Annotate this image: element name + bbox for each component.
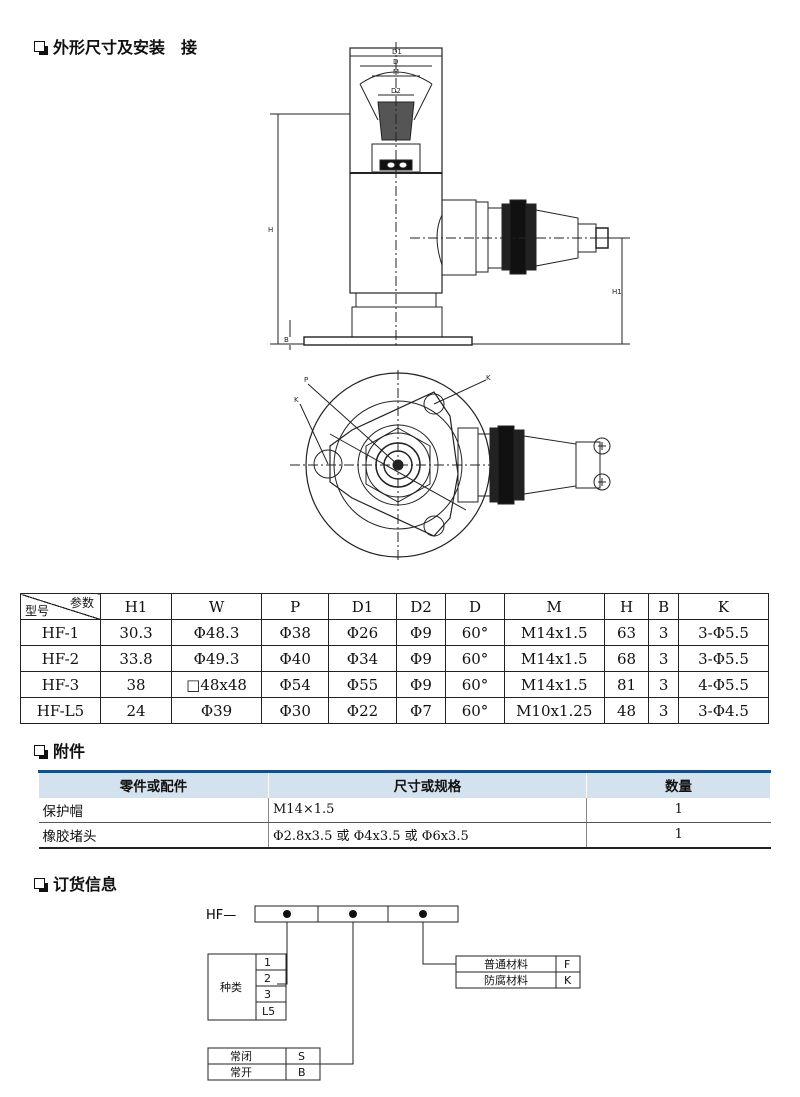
accessories-table: 零件或配件 尺寸或规格 数量 保护帽 M14×1.5 1 橡胶堵头 Φ2.8x3… (38, 770, 771, 849)
code-prefix: HF— (206, 908, 236, 923)
accessories-header-row: 零件或配件 尺寸或规格 数量 (38, 770, 771, 798)
label-k-left: K (294, 396, 299, 404)
acc-header-part: 零件或配件 (38, 770, 269, 798)
square-bullet-icon (34, 40, 48, 55)
label-d: D (393, 58, 398, 66)
ordering-code-diagram: HF— 种类 1 2 3 L5 常闭 S 常开 B 普通材料 F 防腐材料 K (206, 905, 581, 1081)
kind-option-2: 2 (264, 972, 271, 985)
square-bullet-icon (34, 744, 48, 759)
contact-option-no-label: 常开 (230, 1066, 252, 1079)
accessories-section-title: 附件 (34, 738, 85, 762)
table-row: 保护帽 M14×1.5 1 (38, 797, 771, 823)
spec-header-w: W (171, 593, 263, 620)
front-view-drawing: D1 D M D2 H H1 B (268, 42, 630, 350)
label-p: P (304, 376, 308, 384)
spec-header-p: P (261, 593, 330, 620)
spec-header-m: M (503, 593, 605, 620)
spec-header-d1: D1 (328, 593, 397, 620)
label-k-right: K (486, 374, 491, 382)
material-option-anticorrosion-label: 防腐材料 (484, 973, 528, 987)
spec-header-h: H (603, 593, 650, 620)
square-bullet-icon (34, 877, 48, 892)
acc-header-spec: 尺寸或规格 (268, 770, 587, 798)
label-h: H (268, 226, 273, 234)
spec-header-d: D (445, 593, 505, 620)
code-slot-dot-2 (349, 910, 357, 918)
contact-option-no-code: B (298, 1066, 306, 1079)
contact-option-nc-label: 常闭 (230, 1050, 252, 1063)
table-row: 橡胶堵头 Φ2.8x3.5 或 Φ4x3.5 或 Φ6x3.5 1 (38, 822, 771, 849)
spec-header-h1: H1 (99, 593, 173, 620)
material-option-anticorrosion-code: K (564, 974, 572, 987)
spec-corner-cell: 参数 型号 (20, 593, 101, 620)
label-d1: D1 (392, 48, 402, 56)
top-view-drawing: P K K (290, 370, 611, 562)
kind-option-l5: L5 (262, 1005, 275, 1018)
spec-header-d2: D2 (395, 593, 447, 620)
label-d2: D2 (391, 87, 401, 95)
kind-option-1: 1 (264, 956, 271, 969)
spec-header-k: K (678, 593, 769, 620)
code-slot-dot-1 (283, 910, 291, 918)
ordering-section-title: 订货信息 (34, 871, 117, 895)
spec-header-row: 参数 型号 H1 W P D1 D2 D M H B K (20, 593, 769, 620)
label-b: B (284, 336, 289, 344)
label-m: M (393, 68, 399, 76)
code-slot-dot-3 (419, 910, 427, 918)
kind-option-3: 3 (264, 988, 271, 1001)
material-option-normal-code: F (564, 958, 570, 971)
label-h1: H1 (612, 288, 622, 296)
dimensions-section-title: 外形尺寸及安装 接 (34, 34, 197, 58)
spec-header-b: B (648, 593, 679, 620)
contact-option-nc-code: S (298, 1050, 305, 1063)
material-option-normal-label: 普通材料 (484, 957, 528, 971)
kind-label: 种类 (220, 980, 242, 994)
acc-header-qty: 数量 (586, 770, 771, 798)
